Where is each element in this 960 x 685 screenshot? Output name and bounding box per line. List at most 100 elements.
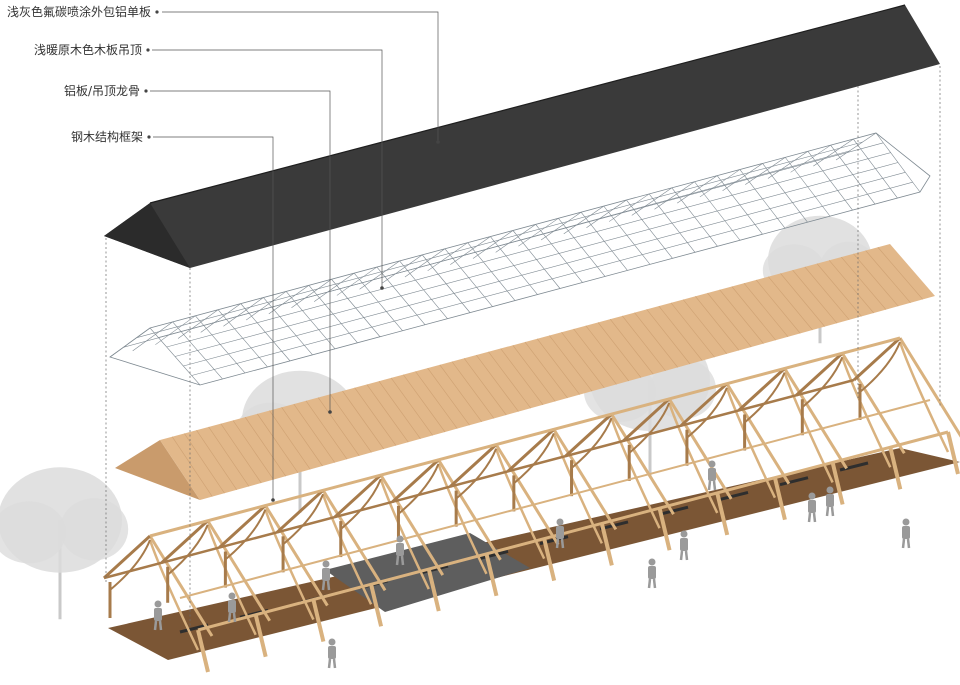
person-leg: [326, 580, 331, 591]
person-leg: [906, 538, 911, 549]
timber-steel-frame: [102, 336, 960, 673]
grid-rafter: [540, 211, 582, 241]
person-body: [808, 500, 816, 513]
ceiling-board-joint: [208, 426, 250, 487]
person-body: [826, 494, 834, 507]
aluminum-roof-panel: [104, 4, 940, 268]
grid-rafter: [314, 272, 355, 302]
ceiling-board-joint: [853, 253, 899, 307]
timber-brace: [167, 524, 209, 576]
timber-post: [772, 477, 787, 521]
timber-post: [196, 629, 210, 673]
ceiling-board-joint: [731, 286, 777, 341]
grid-rafter: [472, 230, 514, 259]
ceiling-board-joint: [330, 394, 372, 453]
person-body: [154, 608, 162, 621]
timber-rafter: [264, 504, 329, 607]
people-figures: [153, 460, 911, 669]
ceiling-board-joint: [597, 322, 642, 378]
ceiling-board-joint: [816, 263, 862, 317]
roof-slope-back: [104, 203, 190, 268]
grid-purlin: [183, 172, 906, 367]
timber-post: [599, 522, 614, 566]
person-leg: [684, 550, 689, 561]
timber-rafter: [841, 352, 906, 455]
bench: [659, 505, 689, 516]
leader-start-dot: [155, 10, 159, 14]
person-leg: [560, 538, 565, 549]
grid-rafter: [200, 303, 241, 333]
person-leg: [712, 480, 717, 491]
person-head: [648, 558, 656, 566]
ceiling-board-joint: [439, 364, 483, 423]
ceiling-board-joint: [317, 397, 360, 457]
timber-rafter: [506, 428, 555, 473]
grid-rafter: [382, 254, 423, 284]
timber-rafter: [564, 413, 613, 458]
leader-dot: [436, 140, 440, 144]
timber-rafter: [679, 382, 728, 427]
callout-label-frame: 钢木结构框架: [71, 129, 143, 144]
roof-slope-front: [104, 5, 940, 268]
grid-rafter: [155, 315, 196, 345]
ceiling-board-joint: [549, 335, 593, 392]
callout-label-aluminum-keel: 铝板/吊顶龙骨: [64, 83, 140, 98]
person-leg: [332, 658, 337, 669]
timber-rafter: [737, 367, 786, 412]
timber-brace: [686, 387, 728, 439]
leader-start-dot: [147, 135, 151, 139]
ceiling-board-joint: [488, 351, 532, 409]
person-body: [396, 543, 404, 556]
person-head: [902, 518, 910, 526]
wood-ceiling-layer: [115, 244, 935, 500]
person-leg: [901, 538, 906, 549]
timber-rafter: [321, 489, 387, 592]
timber-post: [369, 583, 384, 627]
ceiling-end: [115, 440, 200, 500]
callout-label-wood-ceiling: 浅暖原木色木板吊顶: [34, 43, 142, 57]
timber-post: [484, 553, 499, 597]
person-figure: [327, 638, 337, 669]
timber-rafter: [667, 398, 733, 500]
ceiling-board-joint: [244, 416, 287, 477]
bench: [779, 476, 809, 487]
timber-brace: [224, 509, 267, 561]
timber-rafter: [333, 473, 382, 519]
ceiling-board-joint: [220, 423, 262, 484]
tree-crown: [650, 359, 716, 419]
person-body: [328, 646, 336, 659]
ceiling-board-joint: [378, 380, 421, 440]
timber-rafter: [148, 535, 214, 637]
leader-roof-panel: [162, 11, 439, 142]
leader-aluminum-keel: [150, 90, 331, 412]
person-leg: [153, 620, 158, 631]
timber-brace: [282, 493, 325, 546]
person-leg: [158, 620, 163, 631]
ceiling-board-joint: [269, 410, 311, 470]
timber-post: [715, 492, 730, 536]
roof-ridge: [149, 4, 906, 204]
timber-post: [888, 446, 903, 490]
leader-dot: [380, 286, 384, 290]
callout-leaders: [144, 10, 440, 502]
grid-rafter: [790, 144, 831, 173]
aluminum-keel-grid: [109, 132, 931, 386]
ceiling-board-joint: [415, 371, 458, 429]
timber-beam: [149, 336, 901, 538]
leader-wood-ceiling: [152, 49, 383, 288]
bench: [179, 623, 209, 634]
grid-rafter: [177, 309, 219, 339]
grid-rafter: [722, 163, 763, 192]
leader-dot: [328, 410, 332, 414]
grid-rafter: [813, 138, 854, 167]
person-figure: [807, 492, 817, 523]
bench: [479, 549, 509, 560]
grid-rafter: [291, 279, 332, 308]
person-leg: [652, 578, 657, 589]
grid-rafter: [677, 175, 718, 204]
ceiling-board-joint: [573, 328, 617, 385]
person-leg: [555, 538, 560, 549]
timber-beam: [103, 378, 855, 580]
grid-rafter: [699, 169, 741, 198]
grid-rafter: [245, 291, 287, 321]
